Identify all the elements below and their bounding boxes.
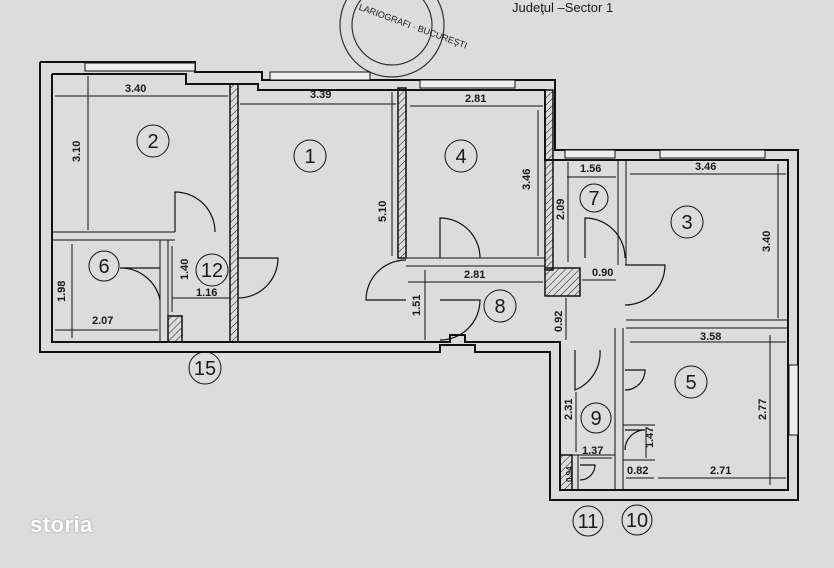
dim-label: 5.10 [377,201,389,222]
dimension-lines [55,76,786,485]
dim-label: 2.07 [92,315,113,327]
room-number-8: 8 [494,296,505,318]
dim-label: 1.16 [196,287,217,299]
room-number-15: 15 [194,358,216,380]
room-number-9: 9 [590,408,601,430]
room-number-10: 10 [626,510,648,532]
dim-label: 1.56 [580,163,601,175]
room-number-6: 6 [98,256,109,278]
room-number-4: 4 [455,146,466,168]
dim-label: 2.81 [464,269,485,281]
dim-label: 3.46 [521,169,533,190]
dim-label: 0.92 [553,311,565,332]
dim-label: 1.40 [179,259,191,280]
dim-label: 2.71 [710,465,731,477]
dim-label: 2.77 [757,399,769,420]
dim-label: 0.82 [627,465,648,477]
dim-label: 1.37 [582,445,603,457]
dim-label: 0.90 [592,267,613,279]
dim-label: 1.98 [56,281,68,302]
room-number-7: 7 [588,188,599,210]
dim-label: 3.40 [125,83,146,95]
dim-label: 2.31 [563,399,575,420]
dim-label: 3.39 [310,89,331,101]
room-number-1: 1 [304,146,315,168]
doors [119,191,666,481]
header-text: Judeţul –Sector 1 [512,0,613,15]
dim-label: 2.81 [465,93,486,105]
dim-label: 2.09 [555,199,567,220]
dim-label: 1.47 [644,427,656,448]
dim-label: 0.94 [565,466,574,482]
room-number-11: 11 [578,511,599,533]
storia-logo: storia [30,512,93,537]
room-number-3: 3 [681,212,692,234]
dim-label: 3.46 [695,161,716,173]
stamp-seal: LARIOGRAFI · BUCUREŞTI [339,0,469,78]
dim-label: 3.10 [71,141,83,162]
dim-label: 3.58 [700,331,721,343]
dim-label: 1.51 [411,295,423,316]
interior-walls [52,83,788,491]
room-labels: 2 1 4 7 3 6 12 8 5 9 15 11 10 [88,124,708,537]
dim-label: 3.40 [761,231,773,252]
room-number-2: 2 [147,131,158,153]
dimension-labels: 3.40 3.39 2.81 3.10 5.10 3.46 1.56 3.46 … [56,83,773,482]
outer-walls [39,61,799,501]
room-number-5: 5 [685,372,696,394]
windows [84,62,799,436]
stamp-text: LARIOGRAFI · BUCUREŞTI [358,2,469,51]
room-number-12: 12 [201,260,223,282]
